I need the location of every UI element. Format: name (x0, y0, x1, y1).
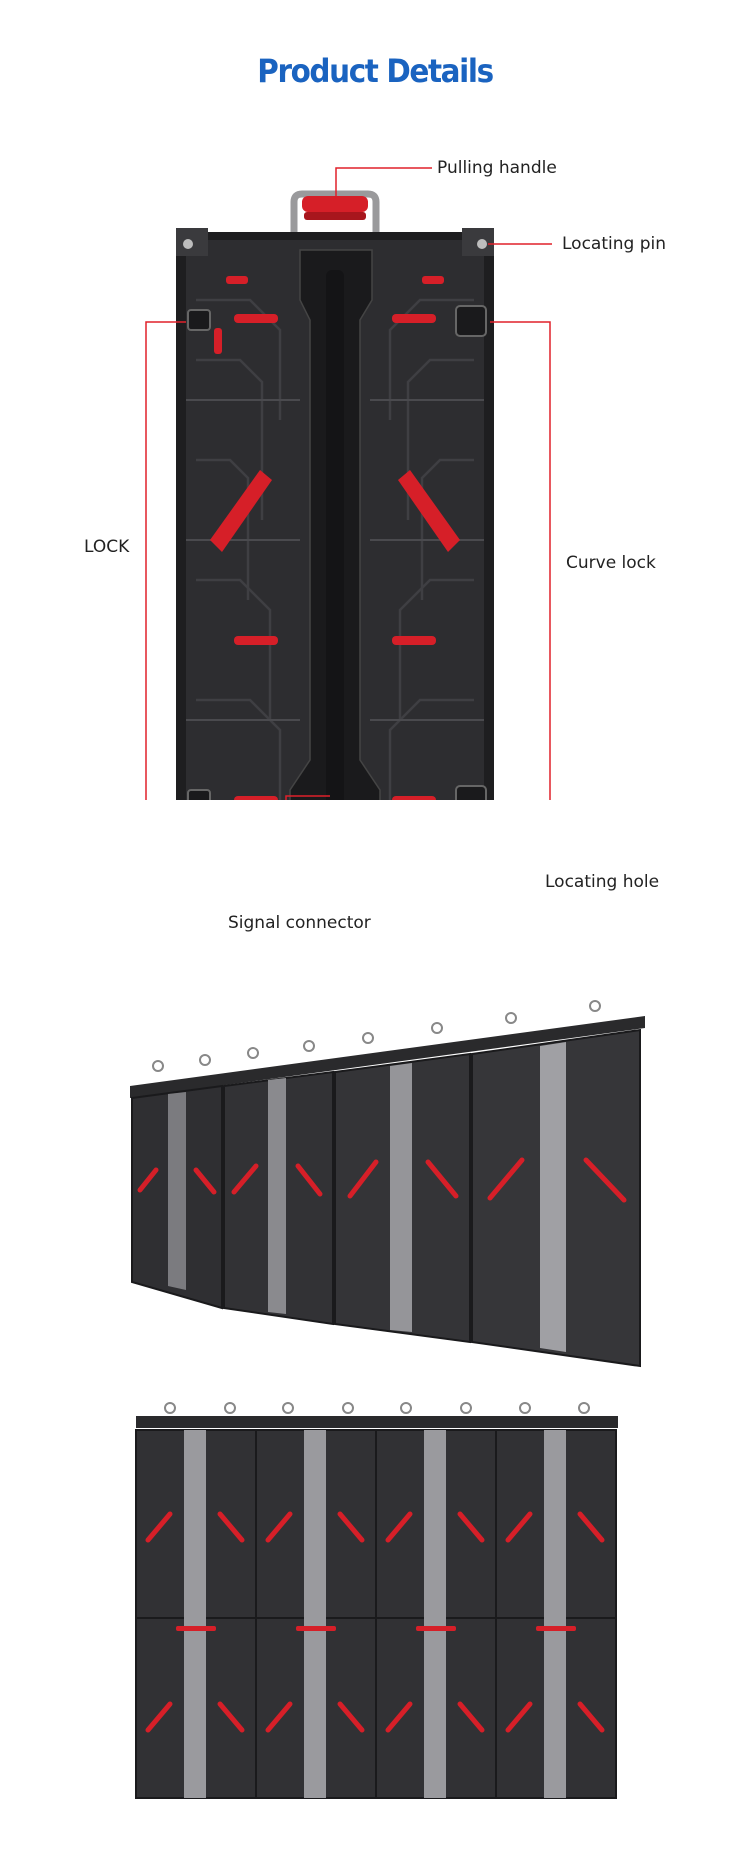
curved-wall-image (130, 1000, 645, 1368)
pulling-handle-icon (290, 190, 380, 248)
cabinet-back-view (145, 167, 552, 800)
curved-wall-panels (131, 1028, 641, 1368)
callout-curve-lock: Curve lock (566, 553, 656, 573)
callout-lock: LOCK (84, 537, 130, 557)
callout-locating-pin: Locating pin (562, 234, 666, 254)
locating-pin-icon (477, 239, 487, 249)
callout-pulling-handle: Pulling handle (437, 158, 557, 178)
page-title: Product Details (257, 52, 494, 90)
flat-wall-image (135, 1402, 618, 1799)
cabinet-body (176, 228, 494, 800)
callout-locating-hole: Locating hole (545, 872, 660, 892)
callout-signal-connector: Signal connector (228, 913, 371, 933)
